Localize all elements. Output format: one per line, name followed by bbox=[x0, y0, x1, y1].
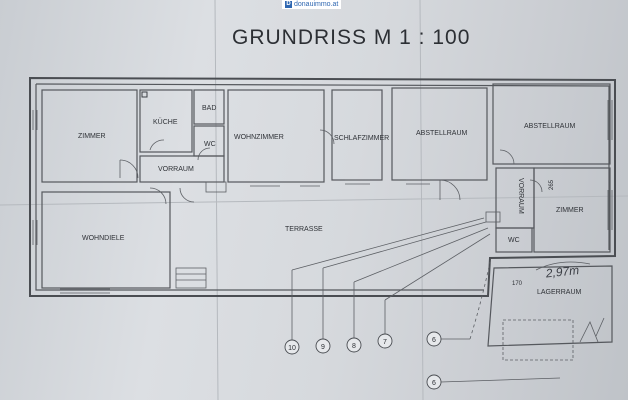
door-swings bbox=[119, 129, 543, 205]
marker-6-lower: 6 bbox=[426, 374, 442, 390]
plan-title: GRUNDRISS M 1 : 100 bbox=[232, 26, 470, 49]
marker-8: 8 bbox=[346, 337, 362, 353]
lagerraum-stair-mark bbox=[579, 317, 605, 343]
paper-fold-line bbox=[419, 0, 424, 400]
outer-wall-inner bbox=[35, 84, 484, 291]
marker-10-label: 10 bbox=[288, 345, 296, 352]
label-schlafzimmer: SCHLAFZIMMER bbox=[334, 135, 389, 142]
room-zimmer-2 bbox=[533, 167, 611, 253]
marker-7: 7 bbox=[377, 333, 393, 349]
label-lagerraum: LAGERRAUM bbox=[537, 289, 582, 296]
lagerraum-dashed-area bbox=[502, 319, 574, 361]
handwritten-dimension: 2,97m bbox=[544, 263, 580, 281]
outer-wall-inner bbox=[35, 83, 610, 250]
room-abstellraum-1 bbox=[391, 87, 488, 181]
room-bad bbox=[193, 89, 225, 125]
label-wc-1: WC bbox=[204, 141, 216, 148]
paper-fold-line bbox=[214, 0, 219, 400]
logo-text: donauimmo.at bbox=[294, 1, 339, 8]
handwritten-arrow bbox=[535, 261, 591, 271]
label-abstellraum-1: ABSTELLRAUM bbox=[416, 130, 468, 137]
watermark-logo: D donauimmo.at bbox=[282, 0, 342, 9]
marker-10: 10 bbox=[284, 339, 300, 355]
window-marks bbox=[32, 79, 613, 294]
paper-fold-line bbox=[0, 195, 628, 206]
dimension-170: 170 bbox=[512, 281, 523, 287]
label-kueche: KÜCHE bbox=[153, 118, 178, 126]
room-wc-2 bbox=[495, 227, 533, 253]
label-wc-2: WC bbox=[508, 237, 520, 244]
room-vorraum-1 bbox=[139, 155, 225, 183]
marker-8-label: 8 bbox=[352, 343, 356, 350]
chimney-mark bbox=[141, 91, 148, 98]
label-wohnzimmer: WOHNZIMMER bbox=[234, 134, 284, 141]
label-terrasse: TERRASSE bbox=[285, 226, 323, 233]
marker-9-label: 9 bbox=[321, 344, 325, 351]
label-vorraum-2: VORRAUM bbox=[517, 178, 524, 214]
label-wohndiele: WOHNDIELE bbox=[82, 235, 125, 242]
room-zimmer-1 bbox=[41, 89, 138, 183]
label-zimmer-2: ZIMMER bbox=[556, 207, 584, 214]
label-bad: BAD bbox=[202, 105, 216, 112]
marker-6-upper-label: 6 bbox=[432, 337, 436, 344]
marker-6-lower-label: 6 bbox=[432, 380, 436, 387]
marker-9: 9 bbox=[315, 338, 331, 354]
marker-leader-lines bbox=[291, 217, 561, 383]
room-lagerraum bbox=[487, 265, 613, 347]
marker-6-upper: 6 bbox=[426, 331, 442, 347]
label-zimmer-1: ZIMMER bbox=[78, 133, 106, 140]
label-vorraum-1: VORRAUM bbox=[158, 166, 194, 173]
outer-wall bbox=[29, 76, 616, 297]
entrance-steps bbox=[175, 181, 501, 289]
room-wohndiele bbox=[41, 191, 171, 289]
room-kueche bbox=[139, 89, 193, 153]
dimension-265: 265 bbox=[549, 179, 555, 190]
logo-mark-icon: D bbox=[285, 1, 292, 8]
marker-7-label: 7 bbox=[383, 339, 387, 346]
label-abstellraum-2: ABSTELLRAUM bbox=[524, 123, 576, 130]
